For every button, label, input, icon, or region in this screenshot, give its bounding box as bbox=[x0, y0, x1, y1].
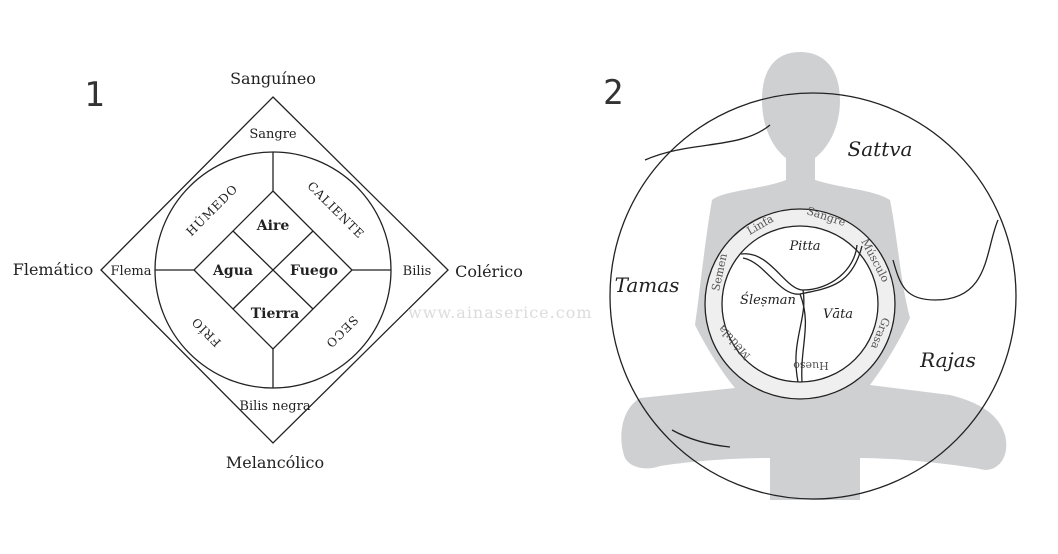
dosha-divider bbox=[799, 293, 806, 383]
gunas-circle bbox=[609, 92, 1017, 500]
dosha-pitta: Pitta bbox=[788, 239, 820, 254]
guna-divider bbox=[644, 124, 771, 161]
guna-sattva: Sattva bbox=[848, 137, 913, 161]
watermark: www.ainaserice.com bbox=[408, 303, 593, 322]
temperament-sanguineo: Sanguíneo bbox=[230, 69, 316, 88]
element-aire: Aire bbox=[256, 218, 290, 234]
humor-sangre: Sangre bbox=[249, 127, 297, 142]
figure-number-2: 2 bbox=[603, 73, 623, 113]
dosha-vata: Vāta bbox=[823, 307, 853, 322]
guna-divider bbox=[892, 219, 999, 301]
element-fuego: Fuego bbox=[290, 263, 338, 279]
dosha-divider bbox=[795, 289, 805, 383]
figure-1-humors-diagram: 1 Sanguíneo Flemático Colérico Melancóli… bbox=[13, 69, 523, 472]
outer-diamond bbox=[100, 96, 449, 444]
temperament-melancolico: Melancólico bbox=[226, 453, 324, 472]
element-tierra: Tierra bbox=[251, 306, 299, 322]
guna-tamas: Tamas bbox=[615, 273, 680, 297]
dhatu-hueso: Hueso bbox=[793, 359, 829, 372]
dosha-circle bbox=[721, 225, 879, 383]
guna-rajas: Rajas bbox=[919, 348, 976, 372]
figure-number-1: 1 bbox=[84, 75, 104, 115]
temperament-flematico: Flemático bbox=[13, 260, 94, 279]
dosha-slesman: Śleṣman bbox=[740, 291, 796, 308]
temperament-colerico: Colérico bbox=[455, 262, 523, 281]
humor-bilis-negra: Bilis negra bbox=[239, 399, 310, 414]
humor-flema: Flema bbox=[111, 264, 152, 279]
quality-humedo: HÚMEDO bbox=[182, 180, 241, 239]
quality-seco: SECO bbox=[323, 313, 361, 351]
guna-divider bbox=[671, 429, 731, 448]
element-agua: Agua bbox=[212, 263, 253, 279]
quality-frio: FRÍO bbox=[188, 314, 224, 350]
figure-2-gunas-diagram: 2 Sattva Tamas Rajas Sangre Músculo Gras… bbox=[603, 52, 1017, 500]
divider bbox=[232, 230, 314, 310]
humor-bilis: Bilis bbox=[403, 264, 432, 279]
